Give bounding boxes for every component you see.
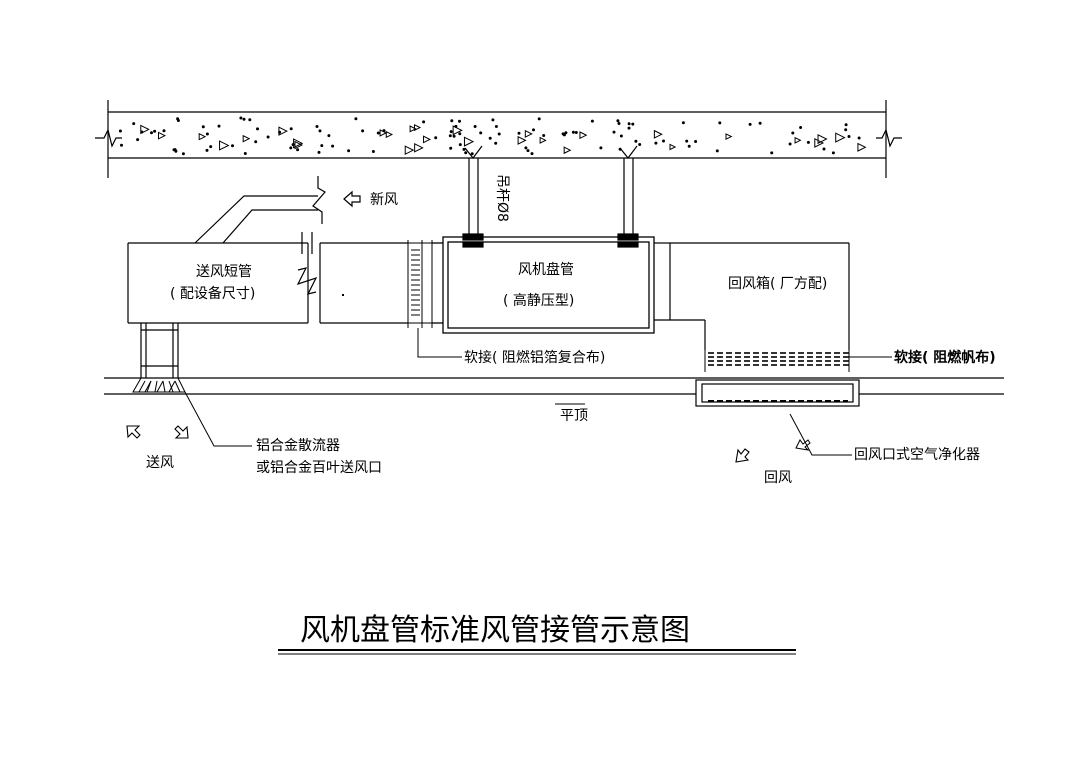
- rod-nut: [462, 233, 484, 248]
- supply-duct: [127, 232, 408, 324]
- return-grille: [695, 379, 860, 407]
- fresh-air-branch: [194, 176, 326, 244]
- supply-air-arrow-icon-left: [126, 425, 141, 439]
- diffuser-icon: [132, 377, 186, 393]
- fcu-label-2: ( 高静压型): [503, 292, 574, 309]
- return-air-arrow-icon: [735, 448, 750, 463]
- dot-mark: [342, 294, 344, 296]
- supply-air-arrow-icon-right: [174, 425, 189, 439]
- supply-duct-label-1: 送风短管: [196, 264, 252, 280]
- flex-right-label: 软接( 阻燃帆布): [894, 349, 996, 366]
- hanger-rods: [462, 145, 639, 248]
- fresh-air-label: 新风: [370, 192, 398, 208]
- diffuser-neck: [140, 323, 179, 378]
- fcu-label-1: 风机盘管: [518, 261, 574, 278]
- flex-connector-left: [407, 240, 433, 328]
- diagram-title: 风机盘管标准风管接管示意图: [300, 613, 690, 648]
- return-air-box: [654, 242, 850, 350]
- return-box-label: 回风箱( 厂方配): [728, 276, 827, 292]
- hanger-rod-label: 吊杆Ø8: [494, 174, 510, 222]
- return-air-label: 回风: [764, 470, 792, 486]
- diffuser-label-2: 或铝合金百叶送风口: [256, 460, 382, 476]
- concrete-slab: [95, 100, 902, 178]
- ceiling-line: [104, 377, 1004, 395]
- return-grille-arrow-icon: [795, 439, 811, 451]
- fresh-air-arrow-icon: [343, 190, 361, 208]
- return-grille-label: 回风口式空气净化器: [854, 447, 980, 463]
- ceiling-label: 平顶: [560, 408, 588, 424]
- return-grille-leader: [789, 413, 852, 456]
- flex-left-leader: [417, 328, 462, 358]
- fan-coil-unit: [432, 236, 655, 334]
- rod-nut: [617, 233, 639, 248]
- supply-air-label: 送风: [146, 455, 174, 471]
- slab-aggregate: [118, 116, 867, 156]
- supply-duct-label-2: ( 配设备尺寸): [170, 285, 255, 302]
- flex-connector-right: [704, 350, 850, 372]
- diffuser-label-1: 铝合金散流器: [256, 438, 340, 454]
- diffuser-leader: [184, 391, 252, 447]
- flex-left-label: 软接( 阻燃铝箔复合布): [464, 349, 605, 366]
